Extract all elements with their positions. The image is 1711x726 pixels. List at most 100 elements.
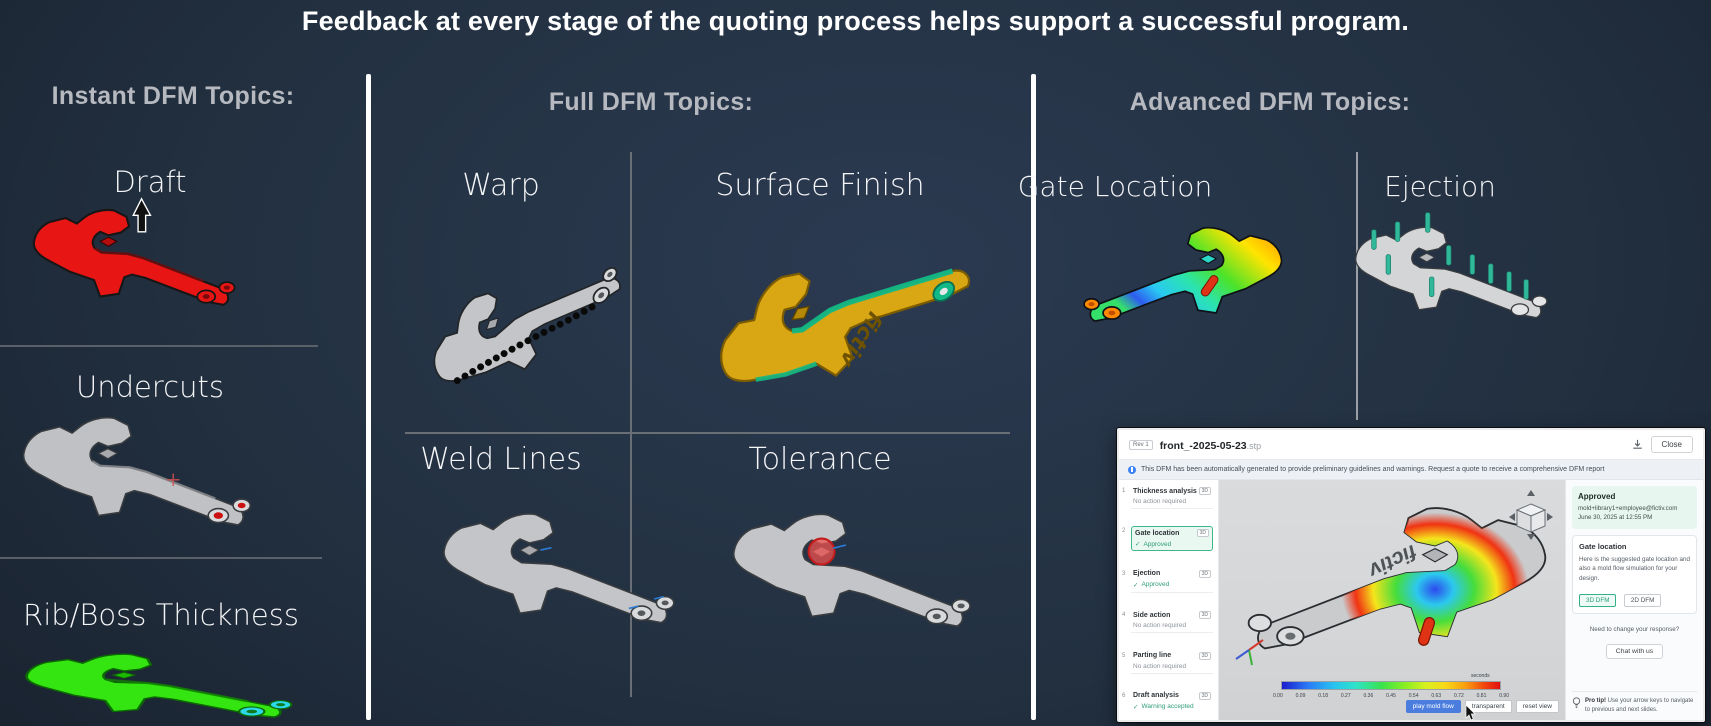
item-label: Parting line bbox=[1133, 652, 1172, 660]
checklist-item-side-action[interactable]: 4 Side action 3D No action required bbox=[1122, 608, 1213, 635]
grid-divider-horizontal bbox=[405, 432, 1010, 434]
tick: 0.36 bbox=[1363, 693, 1374, 699]
item-number: 1 bbox=[1122, 488, 1126, 494]
item-label: Ejection bbox=[1133, 570, 1161, 578]
item-number: 3 bbox=[1122, 570, 1126, 577]
page-title: Feedback at every stage of the quoting p… bbox=[301, 6, 1410, 36]
approved-date: June 30, 2025 at 12:55 PM bbox=[1578, 514, 1653, 522]
view-cube[interactable] bbox=[1507, 488, 1555, 542]
topic-label-tolerance: Tolerance bbox=[748, 442, 892, 477]
item-status: No action required bbox=[1133, 622, 1187, 630]
scale-units-label: seconds bbox=[1471, 673, 1490, 679]
column-divider bbox=[1031, 74, 1036, 720]
3d-viewport[interactable]: fictiv seconds bbox=[1219, 480, 1565, 720]
dfm-app-screenshot: Rev 1 front_-2025-05-23.stp Close This D… bbox=[1117, 428, 1705, 722]
tick: 0.72 bbox=[1454, 693, 1464, 699]
file-name: front_-2025-05-23 bbox=[1159, 439, 1247, 452]
advanced-dfm-header: Advanced DFM Topics: bbox=[1129, 88, 1411, 116]
item-label: Draft analysis bbox=[1133, 692, 1179, 700]
advanced-divider bbox=[1356, 152, 1358, 420]
gate-card-body: Here is the suggested gate location and … bbox=[1579, 555, 1690, 583]
full-dfm-header: Full DFM Topics: bbox=[548, 88, 754, 116]
section-divider bbox=[0, 345, 318, 347]
topic-label-weld-lines: Weld Lines bbox=[420, 442, 582, 477]
info-icon bbox=[1128, 465, 1136, 474]
3d-badge: 3D bbox=[1198, 569, 1211, 578]
mold-flow-color-scale bbox=[1281, 681, 1501, 690]
info-banner: This DFM has been automatically generate… bbox=[1119, 460, 1703, 480]
mold-flow-part-image: fictiv bbox=[1247, 507, 1547, 650]
tick: 0.81 bbox=[1476, 693, 1487, 699]
tick: 0.90 bbox=[1499, 693, 1509, 699]
approved-title: Approved bbox=[1578, 492, 1616, 501]
file-extension: .stp bbox=[1246, 440, 1262, 451]
surface-finish-part-image: fictiv bbox=[698, 184, 974, 438]
checklist-item-parting-line[interactable]: 5 Parting line 3D No action required bbox=[1122, 649, 1213, 676]
item-status: Warning accepted bbox=[1141, 703, 1194, 711]
item-label: Gate location bbox=[1135, 529, 1180, 537]
3d-badge: 3D bbox=[1198, 651, 1211, 660]
transparent-button[interactable]: transparent bbox=[1464, 700, 1512, 713]
tick: 0.63 bbox=[1431, 693, 1442, 699]
approved-email: mold+library1+employee@fictiv.com bbox=[1578, 505, 1678, 512]
draft-part-image bbox=[32, 197, 236, 306]
3d-badge: 3D bbox=[1198, 691, 1211, 700]
instant-dfm-header: Instant DFM Topics: bbox=[51, 82, 295, 110]
topic-label-undercuts: Undercuts bbox=[76, 370, 224, 404]
tick: 0.27 bbox=[1340, 693, 1351, 699]
check-icon: ✓ bbox=[1133, 581, 1139, 589]
item-status: Approved bbox=[1143, 540, 1172, 548]
tick: 0.00 bbox=[1273, 693, 1283, 699]
weld-lines-part-image bbox=[443, 513, 675, 624]
play-mold-flow-button[interactable]: play mold flow bbox=[1405, 700, 1461, 713]
item-number: 2 bbox=[1122, 528, 1126, 535]
check-icon: ✓ bbox=[1133, 703, 1139, 711]
warp-part-image bbox=[415, 216, 624, 423]
tolerance-part-image bbox=[732, 513, 971, 627]
item-status: No action required bbox=[1133, 498, 1187, 505]
column-divider bbox=[366, 74, 371, 720]
lightbulb-icon bbox=[1572, 697, 1581, 708]
mouse-cursor bbox=[1465, 705, 1476, 720]
item-number: 4 bbox=[1122, 612, 1126, 619]
topic-label-gate-location: Gate Location bbox=[1017, 170, 1213, 203]
grid-divider-vertical bbox=[630, 152, 632, 697]
gate-location-part-image bbox=[1083, 226, 1283, 322]
topic-label-rib-boss: Rib/Boss Thickness bbox=[23, 598, 299, 632]
gate-location-card: Gate location Here is the suggested gate… bbox=[1572, 534, 1697, 614]
3d-dfm-button[interactable]: 3D DFM bbox=[1579, 593, 1617, 607]
scale-tick-labels: 0.00 0.09 0.18 0.27 0.36 0.45 0.54 0.63 … bbox=[1273, 693, 1509, 699]
item-number: 6 bbox=[1122, 692, 1126, 699]
3d-badge: 3D bbox=[1198, 611, 1211, 620]
topic-label-draft: Draft bbox=[113, 165, 187, 199]
ejection-part-image bbox=[1355, 212, 1548, 319]
download-icon[interactable] bbox=[1631, 438, 1644, 451]
pro-tip-bold: Pro tip! bbox=[1585, 698, 1606, 704]
dfm-side-panel: Approved mold+library1+employee@fictiv.c… bbox=[1565, 480, 1703, 720]
checklist-item-draft-analysis[interactable]: 6 Draft analysis 3D ✓Warning accepted bbox=[1122, 689, 1213, 716]
item-number: 5 bbox=[1122, 652, 1126, 659]
rib-boss-part-image bbox=[25, 652, 293, 719]
rev-badge: Rev 1 bbox=[1129, 439, 1153, 450]
topic-label-ejection: Ejection bbox=[1384, 170, 1496, 203]
axis-triad bbox=[1235, 639, 1264, 666]
3d-badge: 3D bbox=[1198, 487, 1211, 495]
reset-view-button[interactable]: reset view bbox=[1515, 700, 1559, 713]
item-status: No action required bbox=[1133, 662, 1187, 670]
chat-with-us-button[interactable]: Chat with us bbox=[1605, 643, 1664, 659]
close-button[interactable]: Close bbox=[1650, 436, 1693, 453]
info-banner-text: This DFM has been automatically generate… bbox=[1141, 466, 1605, 473]
3d-badge: 3D bbox=[1196, 529, 1209, 538]
2d-dfm-button[interactable]: 2D DFM bbox=[1623, 593, 1662, 607]
change-response-prompt: Need to change your response? bbox=[1589, 625, 1680, 633]
tick: 0.18 bbox=[1318, 693, 1328, 699]
pro-tip-text: Use your arrow keys to navigate to previ… bbox=[1585, 698, 1694, 713]
app-header: Rev 1 front_-2025-05-23.stp Close bbox=[1119, 430, 1703, 460]
item-label: Side action bbox=[1133, 611, 1171, 619]
topic-label-surface-finish: Surface Finish bbox=[715, 168, 925, 203]
topic-label-warp: Warp bbox=[462, 168, 540, 203]
